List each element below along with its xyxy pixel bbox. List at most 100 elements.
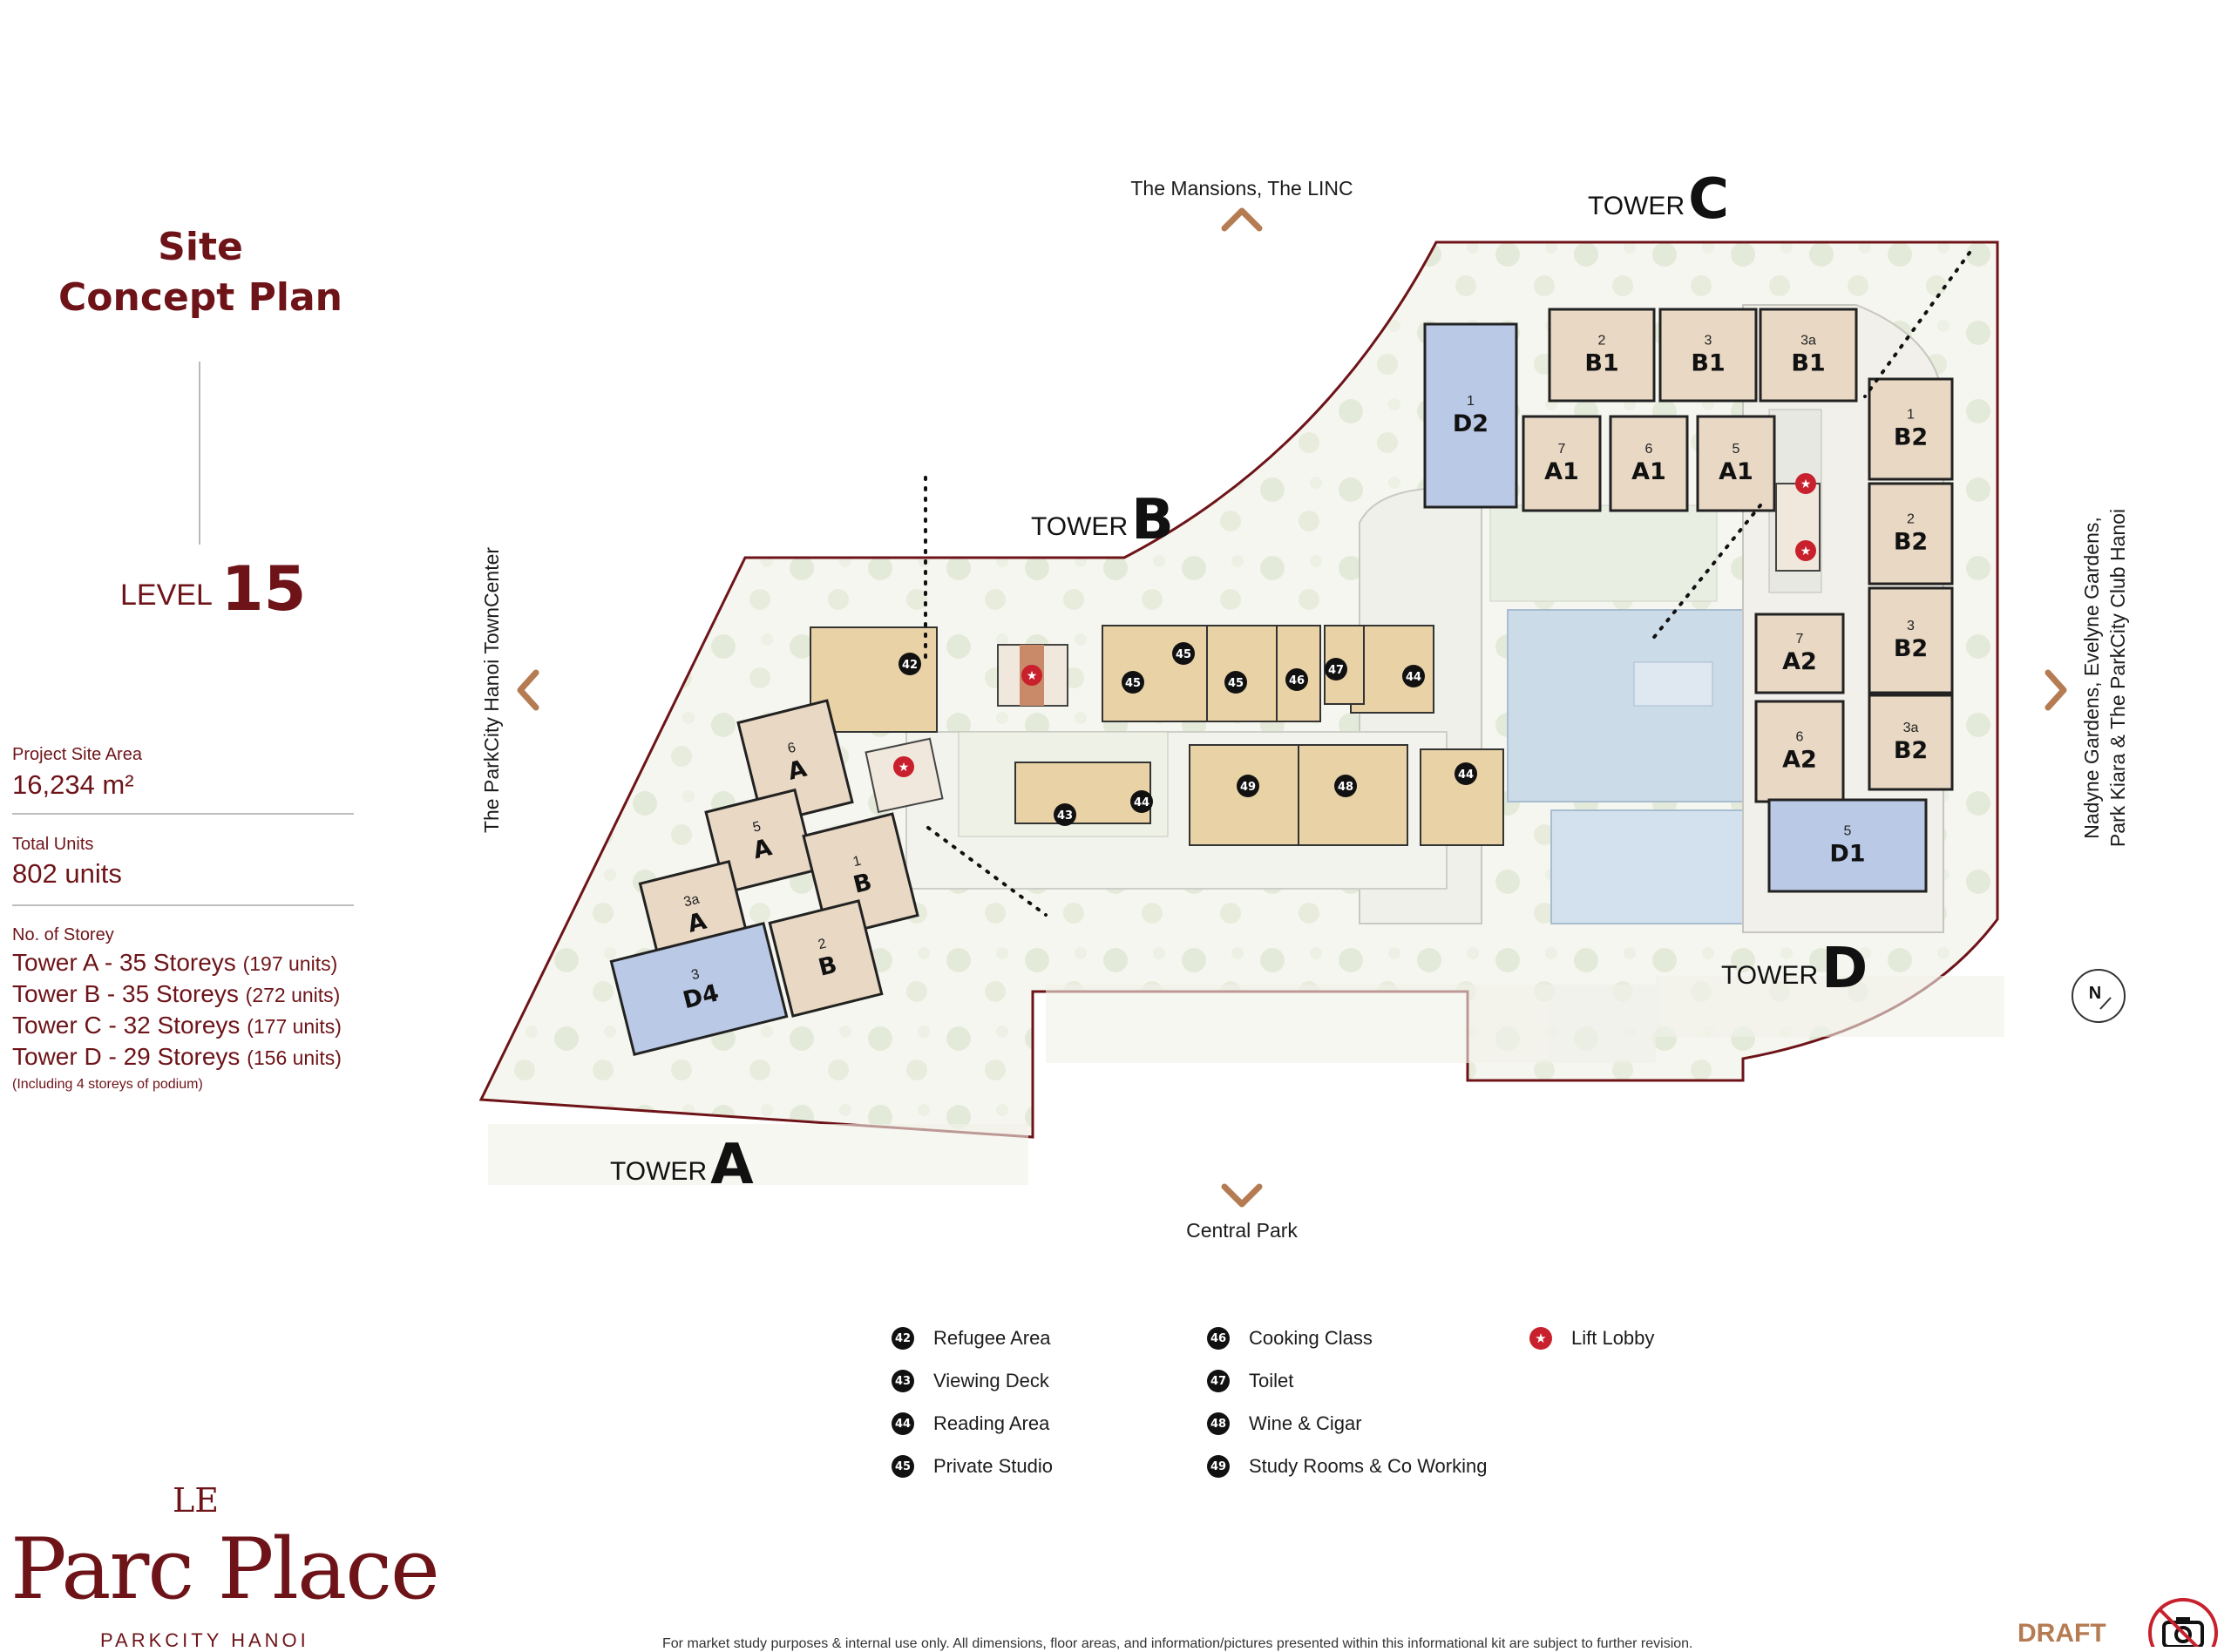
unit-number: 7 xyxy=(1796,632,1804,647)
unit-shape xyxy=(1767,798,1928,893)
svg-text:★: ★ xyxy=(899,761,910,775)
unit-shape xyxy=(1868,694,1954,791)
unit-shape xyxy=(1868,586,1954,694)
legend-item-lift-lobby: ★Lift Lobby xyxy=(1529,1327,1654,1350)
arrow-south-icon xyxy=(1221,1183,1263,1208)
unit-shape xyxy=(768,899,884,1018)
unit-number: 1 xyxy=(1467,394,1475,409)
svg-text:47: 47 xyxy=(1328,664,1344,677)
unit-number: 2 xyxy=(1598,334,1606,349)
unit-d2-1: 1D2 xyxy=(1423,322,1518,509)
unit-code: D2 xyxy=(1453,410,1488,437)
unit-a2-7: 7A2 xyxy=(1754,613,1845,694)
storey-label: No. of Storey xyxy=(12,925,114,944)
pool-lower xyxy=(1550,809,1753,924)
unit-number: 5 xyxy=(751,819,763,836)
unit-shape xyxy=(1609,415,1689,512)
disclaimer: For market study purposes & internal use… xyxy=(662,1636,1693,1651)
unit-code: B1 xyxy=(1584,350,1618,377)
amenity-block xyxy=(1014,762,1151,824)
unit-number: 1 xyxy=(851,854,863,870)
arrow-west-icon xyxy=(517,669,539,711)
compass-icon: N xyxy=(2072,969,2126,1023)
facility-badge-46: 46 xyxy=(1285,668,1308,691)
unit-d4-3: 3D4 xyxy=(609,922,789,1056)
divider xyxy=(199,362,200,545)
unit-shape xyxy=(704,788,817,895)
unit-code: B2 xyxy=(1894,635,1928,662)
unit-code: A2 xyxy=(1782,747,1817,774)
unit-code: B2 xyxy=(1894,737,1928,764)
tower-b-label: TOWERB xyxy=(1031,488,1174,552)
arrow-north-icon xyxy=(1221,207,1263,232)
unit-shape xyxy=(1868,482,1954,586)
title-line-2: Concept Plan xyxy=(58,275,342,320)
facility-badge-43: 43 xyxy=(1054,803,1076,826)
direction-west: The ParkCity Hanoi TownCenter xyxy=(480,547,503,833)
lift-lobby-c: ★ ★ xyxy=(1775,473,1821,572)
svg-text:★: ★ xyxy=(1800,545,1812,559)
unit-number: 7 xyxy=(1558,442,1566,457)
svg-text:45: 45 xyxy=(1176,648,1191,661)
unit-shape xyxy=(1423,322,1518,509)
unit-b2-3: 3B2 xyxy=(1868,586,1954,694)
unit-b1-2: 2B1 xyxy=(1548,308,1656,403)
storey-tower-b: Tower B - 35 Storeys (272 units) xyxy=(12,980,341,1007)
facility-badge-45: 45 xyxy=(1224,671,1247,694)
unit-code: B1 xyxy=(1791,350,1825,377)
unit-number: 6 xyxy=(1796,730,1804,745)
unit-shape xyxy=(736,699,854,826)
unit-a-6: 6A xyxy=(736,699,854,826)
site-area-value: 16,234 m² xyxy=(12,769,134,800)
unit-number: 3 xyxy=(690,967,702,984)
unit-number: 1 xyxy=(1907,408,1915,423)
brand-logo: Parc Place xyxy=(10,1520,440,1618)
divider xyxy=(12,813,354,815)
unit-shape xyxy=(1522,415,1602,512)
level-label: LEVEL xyxy=(120,579,213,612)
draft-stamp: DRAFT xyxy=(2017,1619,2106,1648)
facility-badge-44: 44 xyxy=(1402,665,1425,687)
unit-code: A1 xyxy=(1719,458,1753,485)
direction-south: Central Park xyxy=(1186,1219,1298,1242)
unit-number: 2 xyxy=(817,937,828,953)
star-icon: ★ xyxy=(1529,1327,1552,1350)
unit-a1-6: 6A1 xyxy=(1609,415,1689,512)
tower-c-label: TOWERC xyxy=(1588,167,1730,232)
compass-label: N xyxy=(2089,984,2101,1003)
svg-text:42: 42 xyxy=(902,659,918,672)
svg-text:44: 44 xyxy=(1458,768,1474,782)
unit-number: 3a xyxy=(682,892,701,911)
unit-number: 2 xyxy=(1907,512,1915,527)
storey-note: (Including 4 storeys of podium) xyxy=(12,1077,203,1092)
no-camera-icon xyxy=(2148,1598,2218,1647)
storey-tower-a: Tower A - 35 Storeys (197 units) xyxy=(12,949,338,976)
unit-b-2: 2B xyxy=(768,899,884,1018)
unit-code: A1 xyxy=(1631,458,1666,485)
view-lines xyxy=(924,251,1971,917)
unit-d1-5: 5D1 xyxy=(1767,798,1928,893)
direction-east-line2: Park Kiara & The ParkCity Club Hanoi xyxy=(2106,509,2129,847)
svg-text:★: ★ xyxy=(1800,477,1812,491)
storey-tower-c: Tower C - 32 Storeys (177 units) xyxy=(12,1012,342,1039)
direction-east-line1: Nadyne Gardens, Evelyne Gardens, xyxy=(2080,517,2103,838)
unit-shape xyxy=(1868,377,1954,481)
tower-a-label: TOWERA xyxy=(610,1133,754,1197)
unit-a1-7: 7A1 xyxy=(1522,415,1602,512)
storey-tower-d: Tower D - 29 Storeys (156 units) xyxy=(12,1043,342,1070)
unit-number: 6 xyxy=(786,741,797,757)
direction-north: The Mansions, The LINC xyxy=(1130,177,1353,200)
level-number: 15 xyxy=(220,553,307,625)
svg-text:45: 45 xyxy=(1228,677,1244,690)
facility-badge-44: 44 xyxy=(1130,790,1153,813)
